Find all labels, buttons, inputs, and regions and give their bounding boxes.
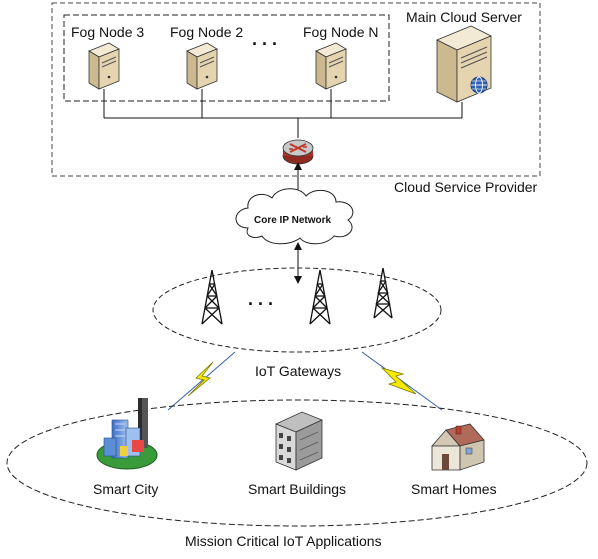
smart-buildings-icon bbox=[274, 411, 324, 471]
fog-node-2-label: Fog Node 2 bbox=[170, 24, 243, 40]
fog-ellipsis: . . . bbox=[252, 29, 277, 49]
main-cloud-server-icon bbox=[436, 25, 492, 103]
globe-icon bbox=[470, 76, 488, 94]
server-bus-lines bbox=[103, 89, 463, 138]
cloud-provider-label: Cloud Service Provider bbox=[394, 179, 538, 195]
main-cloud-server-label: Main Cloud Server bbox=[406, 9, 522, 25]
fog-nodes-boundary bbox=[63, 14, 390, 102]
smart-city-icon bbox=[96, 398, 158, 470]
gateway-tower-2-icon bbox=[309, 269, 331, 325]
lightning-left-icon bbox=[187, 361, 214, 397]
fog-node-3-label: Fog Node 3 bbox=[71, 24, 144, 40]
core-ip-network-label: Core IP Network bbox=[254, 215, 331, 226]
smart-homes-label: Smart Homes bbox=[411, 481, 497, 497]
fog-node-2-server-icon bbox=[186, 42, 218, 90]
smart-homes-icon bbox=[431, 423, 485, 471]
gateway-tower-3-icon bbox=[373, 267, 393, 319]
fog-node-n-server-icon bbox=[315, 42, 347, 90]
iot-applications-boundary bbox=[6, 399, 588, 527]
iot-gateways-boundary bbox=[152, 267, 442, 353]
fog-node-3-server-icon bbox=[88, 42, 120, 90]
router-icon bbox=[282, 139, 314, 165]
smart-buildings-label: Smart Buildings bbox=[248, 481, 346, 497]
gateways-ellipsis: . . . bbox=[248, 289, 273, 309]
iot-applications-label: Mission Critical IoT Applications bbox=[185, 533, 382, 549]
iot-gateways-label: IoT Gateways bbox=[255, 363, 341, 379]
fog-node-n-label: Fog Node N bbox=[303, 24, 378, 40]
wireless-link-left bbox=[167, 351, 236, 411]
gateway-tower-1-icon bbox=[201, 269, 223, 325]
lightning-right-icon bbox=[380, 367, 417, 395]
smart-city-label: Smart City bbox=[93, 481, 158, 497]
core-ip-network-cloud bbox=[235, 188, 354, 245]
